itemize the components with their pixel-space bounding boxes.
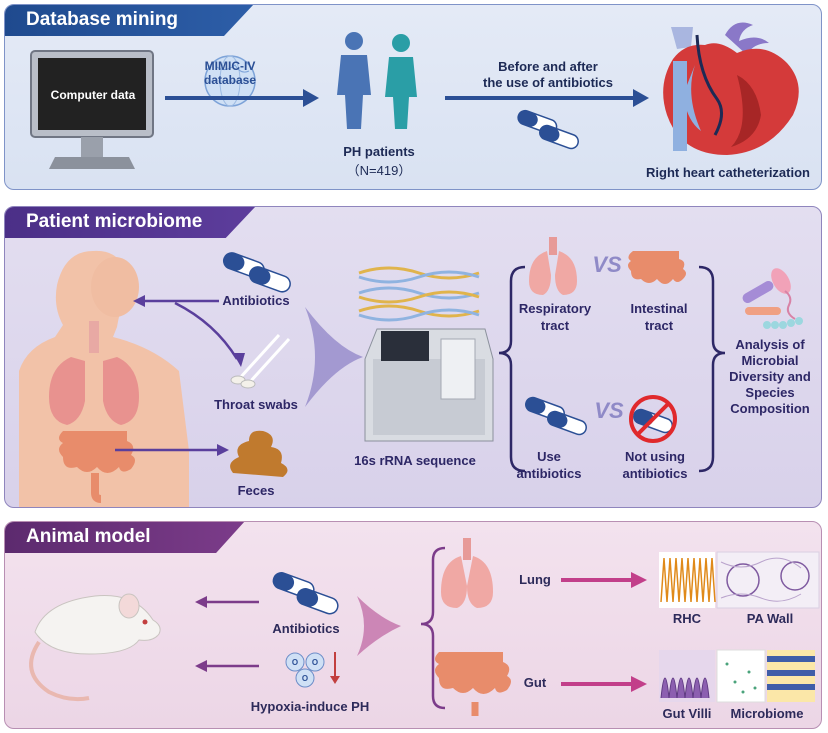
pill-icon: [517, 109, 579, 150]
panel-title-patient-microbiome: Patient microbiome: [5, 207, 256, 238]
not-using-antibiotics-label: antibiotics: [622, 466, 688, 481]
oxygen-icon: [285, 652, 340, 688]
ph-patients-label: PH patients: [343, 144, 415, 159]
analysis-label-3: Diversity and: [729, 369, 811, 384]
antibiotics-label: Antibiotics: [272, 621, 340, 636]
sequencer-icon: [364, 328, 494, 442]
arrow-right-icon: [561, 676, 647, 692]
pill-icon: [222, 252, 291, 293]
animal-model-panel: Animal model Antibiotics O O O Hypoxia-i…: [4, 521, 822, 729]
intestinal-label: Intestinal: [630, 301, 688, 316]
swab-icon: [230, 333, 291, 389]
heart-catheterization-label: Right heart catheterization: [646, 165, 810, 180]
heart-icon: [663, 22, 799, 156]
arrow-right-icon: [445, 89, 649, 107]
rhc-waveform-icon: [659, 552, 716, 608]
microbiome-label: Microbiome: [730, 706, 804, 721]
database-mining-panel: Database mining Computer data MIMIC-IV d…: [4, 4, 822, 190]
o2-label-3: O: [301, 674, 309, 683]
pill-icon: [525, 396, 587, 436]
computer-icon: [30, 50, 154, 169]
brace-icon: [420, 546, 446, 710]
patients-icon: [337, 32, 417, 129]
antibiotic-use-label: the use of antibiotics: [482, 75, 613, 90]
gut-villi-label: Gut Villi: [662, 706, 712, 721]
lung-label: Lung: [519, 572, 551, 587]
not-using-label: Not using: [625, 449, 685, 464]
use-antibiotics-label: antibiotics: [516, 466, 582, 481]
analysis-label-5: Composition: [730, 401, 810, 416]
mimic-label: MIMIC-IV: [204, 59, 256, 73]
vs-label-top: VS: [592, 252, 622, 277]
funnel-arrow-icon: [357, 596, 401, 656]
lungs-icon: [441, 538, 493, 608]
pa-wall-label: PA Wall: [746, 611, 794, 626]
rhc-label: RHC: [672, 611, 702, 626]
feces-label: Feces: [237, 483, 275, 498]
database-label: database: [203, 73, 257, 87]
arrow-right-icon: [165, 89, 319, 107]
computer-data-label: Computer data: [50, 88, 136, 102]
microbiome-chart-image: [716, 649, 815, 703]
analysis-label-1: Analysis of: [735, 337, 805, 352]
brace-icon: [498, 265, 726, 473]
use-label: Use: [537, 449, 561, 464]
analysis-label-4: Species: [745, 385, 795, 400]
throat-swabs-label: Throat swabs: [214, 397, 298, 412]
panel-title-database-mining: Database mining: [5, 5, 254, 36]
rat-icon: [29, 593, 161, 702]
hypoxia-label: Hypoxia-induce PH: [250, 699, 370, 714]
intestine-icon: [435, 652, 511, 716]
respiratory-tract-label: tract: [540, 318, 570, 333]
respiratory-label: Respiratory: [518, 301, 592, 316]
pa-wall-image: [716, 551, 820, 609]
feces-icon: [230, 430, 288, 477]
o2-label-2: O: [311, 658, 319, 667]
arrow-left-icon: [195, 596, 259, 672]
dna-icon: [358, 266, 480, 322]
human-body-icon: [19, 250, 189, 507]
intestinal-tract-label: tract: [644, 318, 674, 333]
arrow-right-icon: [561, 572, 647, 588]
funnel-arrow-icon: [305, 307, 363, 407]
lungs-icon: [529, 237, 577, 295]
antibiotics-label: Antibiotics: [222, 293, 290, 308]
globe-icon: [204, 55, 256, 107]
o2-label-1: O: [291, 658, 299, 667]
panel-title-animal-model: Animal model: [5, 522, 245, 553]
patient-microbiome-panel: Patient microbiome Antibiotics: [4, 206, 822, 508]
gut-villi-image: [659, 650, 715, 702]
no-pill-icon: [629, 395, 677, 443]
pill-icon: [272, 572, 339, 615]
sequence-label: 16s rRNA sequence: [354, 453, 476, 468]
intestine-icon: [628, 251, 686, 284]
patients-count: （N=419）: [346, 163, 412, 178]
arrow-left-icon: [115, 295, 245, 456]
bacteria-icon: [742, 268, 803, 329]
gut-label: Gut: [523, 675, 547, 690]
vs-label-bottom: VS: [594, 398, 624, 423]
before-after-label: Before and after: [498, 59, 598, 74]
analysis-label-2: Microbial: [741, 353, 799, 368]
